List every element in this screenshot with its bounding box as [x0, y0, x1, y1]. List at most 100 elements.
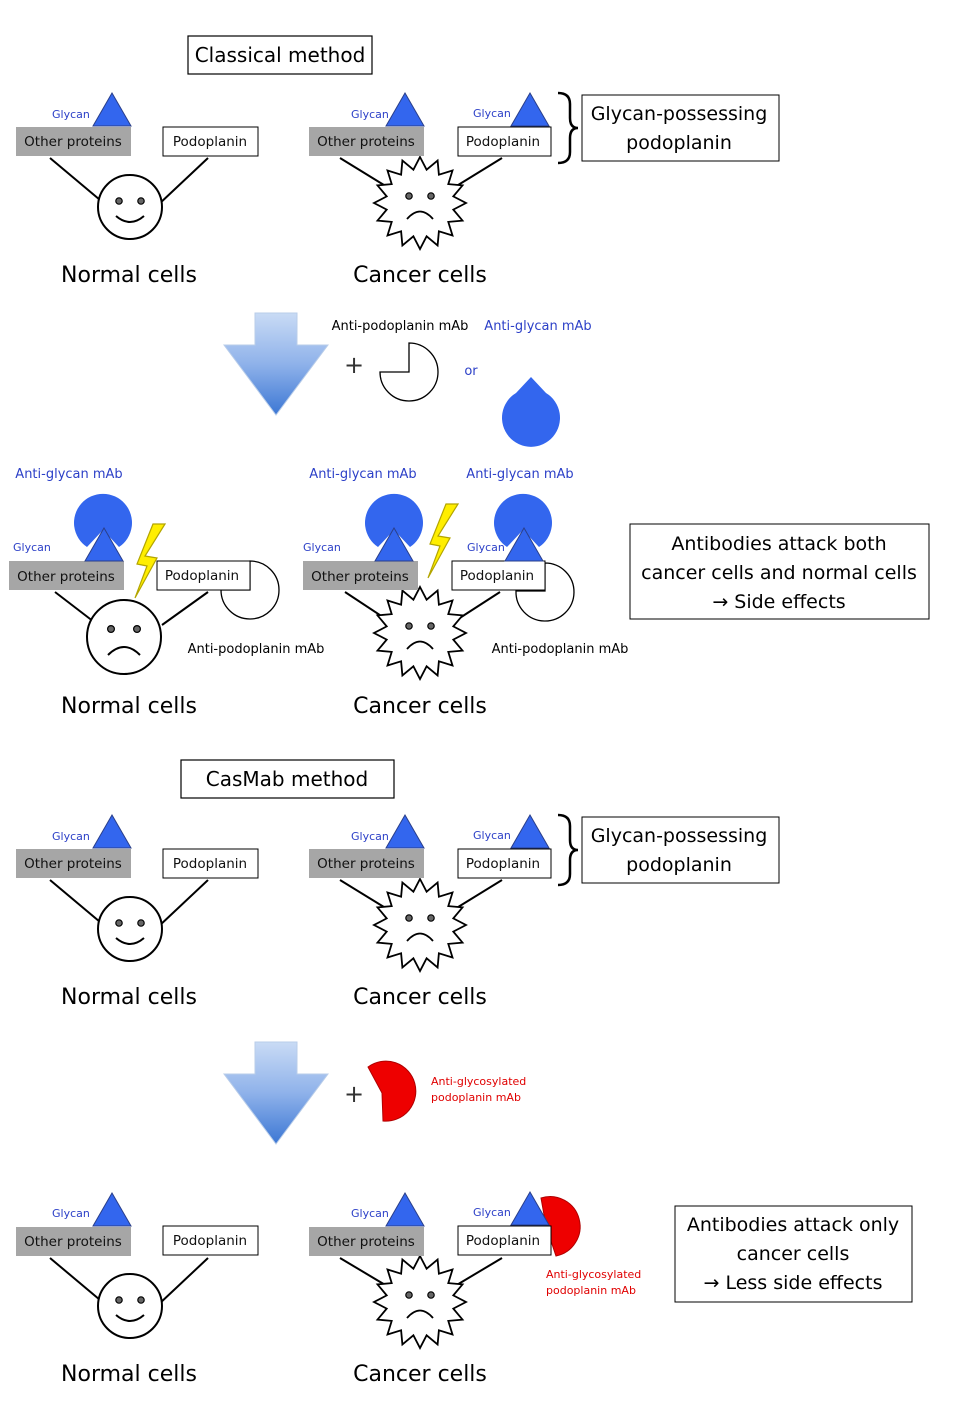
- podoplanin-label: Podoplanin: [466, 1233, 540, 1249]
- cancer-cells-label: Cancer cells: [353, 985, 487, 1010]
- cancer-cells-label: Cancer cells: [353, 1362, 487, 1387]
- podoplanin-box: [457, 848, 552, 879]
- connector-line: [157, 1257, 209, 1306]
- casmab-section: CasMab method Other proteins Glycan Podo…: [16, 759, 913, 1387]
- other-proteins-box: [16, 1227, 131, 1256]
- glycan-label: Glycan: [351, 830, 389, 843]
- happy-face-icon: [97, 1273, 163, 1339]
- glycan-possessing-label: podoplanin: [626, 132, 732, 154]
- podoplanin-label: Podoplanin: [165, 568, 239, 584]
- note-line: cancer cells: [737, 1243, 850, 1265]
- cancer-cells-label: Cancer cells: [353, 694, 487, 719]
- happy-face-icon: [97, 896, 163, 962]
- glycan-label: Glycan: [303, 541, 341, 554]
- glycan-label: Glycan: [52, 108, 90, 121]
- sad-face-icon: [86, 599, 162, 675]
- plus-sign: +: [344, 1080, 364, 1108]
- less-side-effects-note-box: [674, 1205, 913, 1303]
- anti-podoplanin-label: Anti-podoplanin mAb: [332, 319, 469, 334]
- casmab-top-normal: Other proteins Glycan Podoplanin Normal …: [16, 814, 259, 1010]
- anti-glycosylated-label: podoplanin mAb: [431, 1091, 521, 1104]
- or-label: or: [464, 364, 478, 379]
- connector-line: [157, 157, 209, 206]
- note-line: cancer cells and normal cells: [641, 562, 917, 584]
- podoplanin-label: Podoplanin: [173, 856, 247, 872]
- glycan-triangle-icon: [510, 92, 550, 127]
- antibody-pacman-icon: [515, 562, 575, 622]
- glycan-triangle-icon: [385, 1192, 425, 1227]
- note-line: → Side effects: [712, 591, 845, 613]
- normal-cells-label: Normal cells: [61, 694, 197, 719]
- connector-line: [157, 879, 209, 928]
- casmab-title-box: [180, 759, 395, 799]
- connector-line: [161, 591, 209, 626]
- other-proteins-box: [16, 849, 131, 878]
- anti-glycan-label: Anti-glycan mAb: [309, 467, 416, 482]
- classical-section: Classical method Other proteins Glycan P…: [9, 35, 930, 719]
- other-proteins-label: Other proteins: [317, 1234, 415, 1250]
- glycan-label: Glycan: [52, 830, 90, 843]
- anti-glycosylated-label: Anti-glycosylated: [431, 1075, 526, 1088]
- glycan-possessing-label: Glycan-possessing: [591, 103, 768, 125]
- anti-podoplanin-label: Anti-podoplanin mAb: [188, 642, 325, 657]
- down-arrow-icon: [223, 312, 329, 416]
- antibody-pacman-icon: [220, 560, 280, 620]
- antibody-pacman-icon: [74, 493, 132, 547]
- other-proteins-label: Other proteins: [24, 1234, 122, 1250]
- casmab-result: Other proteins Glycan Podoplanin Normal …: [16, 1191, 913, 1387]
- glycan-possessing-box: [581, 816, 780, 884]
- podoplanin-box: [457, 1225, 552, 1256]
- podoplanin-box: [162, 1225, 259, 1256]
- other-proteins-box: [309, 849, 424, 878]
- glycan-label: Glycan: [351, 108, 389, 121]
- down-arrow-icon: [223, 1041, 329, 1145]
- other-proteins-label: Other proteins: [17, 569, 115, 585]
- anti-glycan-label: Anti-glycan mAb: [466, 467, 573, 482]
- normal-cells-label: Normal cells: [61, 263, 197, 288]
- podoplanin-label: Podoplanin: [460, 568, 534, 584]
- classical-title: Classical method: [195, 43, 366, 67]
- other-proteins-box: [303, 561, 418, 590]
- anti-glycan-label: Anti-glycan mAb: [15, 467, 122, 482]
- glycan-triangle-icon: [385, 92, 425, 127]
- podoplanin-label: Podoplanin: [173, 134, 247, 150]
- happy-face-icon: [97, 174, 163, 240]
- bracket: [557, 91, 579, 165]
- anti-glycan-label: Anti-glycan mAb: [484, 319, 591, 334]
- anti-glycosylated-label: podoplanin mAb: [546, 1284, 636, 1297]
- antibody-pacman-icon: [379, 342, 439, 402]
- antibody-pacman-icon: [540, 1196, 581, 1257]
- other-proteins-box: [16, 127, 131, 156]
- note-line: Antibodies attack both: [671, 533, 886, 555]
- antibody-pacman-icon: [502, 377, 560, 447]
- spiky-cancer-cell-icon: [373, 586, 467, 680]
- cancer-cells-label: Cancer cells: [353, 263, 487, 288]
- glycan-triangle-icon: [92, 1192, 132, 1227]
- podoplanin-box: [451, 560, 546, 591]
- glycan-label: Glycan: [52, 1207, 90, 1220]
- glycan-possessing-box: [581, 94, 780, 162]
- spiky-cancer-cell-icon: [373, 156, 467, 250]
- podoplanin-label: Podoplanin: [466, 134, 540, 150]
- classical-treatment: + Anti-podoplanin mAb or Anti-glycan mAb: [223, 312, 592, 447]
- other-proteins-label: Other proteins: [317, 134, 415, 150]
- antibody-pacman-icon: [494, 493, 552, 547]
- casmab-top-cancer: Other proteins Glycan Podoplanin Glycan …: [309, 813, 780, 1010]
- podoplanin-box: [156, 560, 251, 591]
- other-proteins-box: [309, 1227, 424, 1256]
- other-proteins-label: Other proteins: [311, 569, 409, 585]
- glycan-triangle-icon: [385, 814, 425, 849]
- glycan-label: Glycan: [351, 1207, 389, 1220]
- podoplanin-label: Podoplanin: [173, 1233, 247, 1249]
- glycan-label: Glycan: [473, 829, 511, 842]
- other-proteins-label: Other proteins: [317, 856, 415, 872]
- glycan-possessing-label: podoplanin: [626, 854, 732, 876]
- normal-cells-label: Normal cells: [61, 1362, 197, 1387]
- connector-line: [49, 157, 107, 206]
- glycan-triangle-icon: [92, 814, 132, 849]
- classical-title-box: [187, 35, 373, 75]
- bracket: [557, 813, 579, 887]
- classical-top-cancer: Other proteins Glycan Podoplanin Glycan …: [309, 91, 780, 288]
- other-proteins-box: [309, 127, 424, 156]
- note-line: → Less side effects: [704, 1272, 883, 1294]
